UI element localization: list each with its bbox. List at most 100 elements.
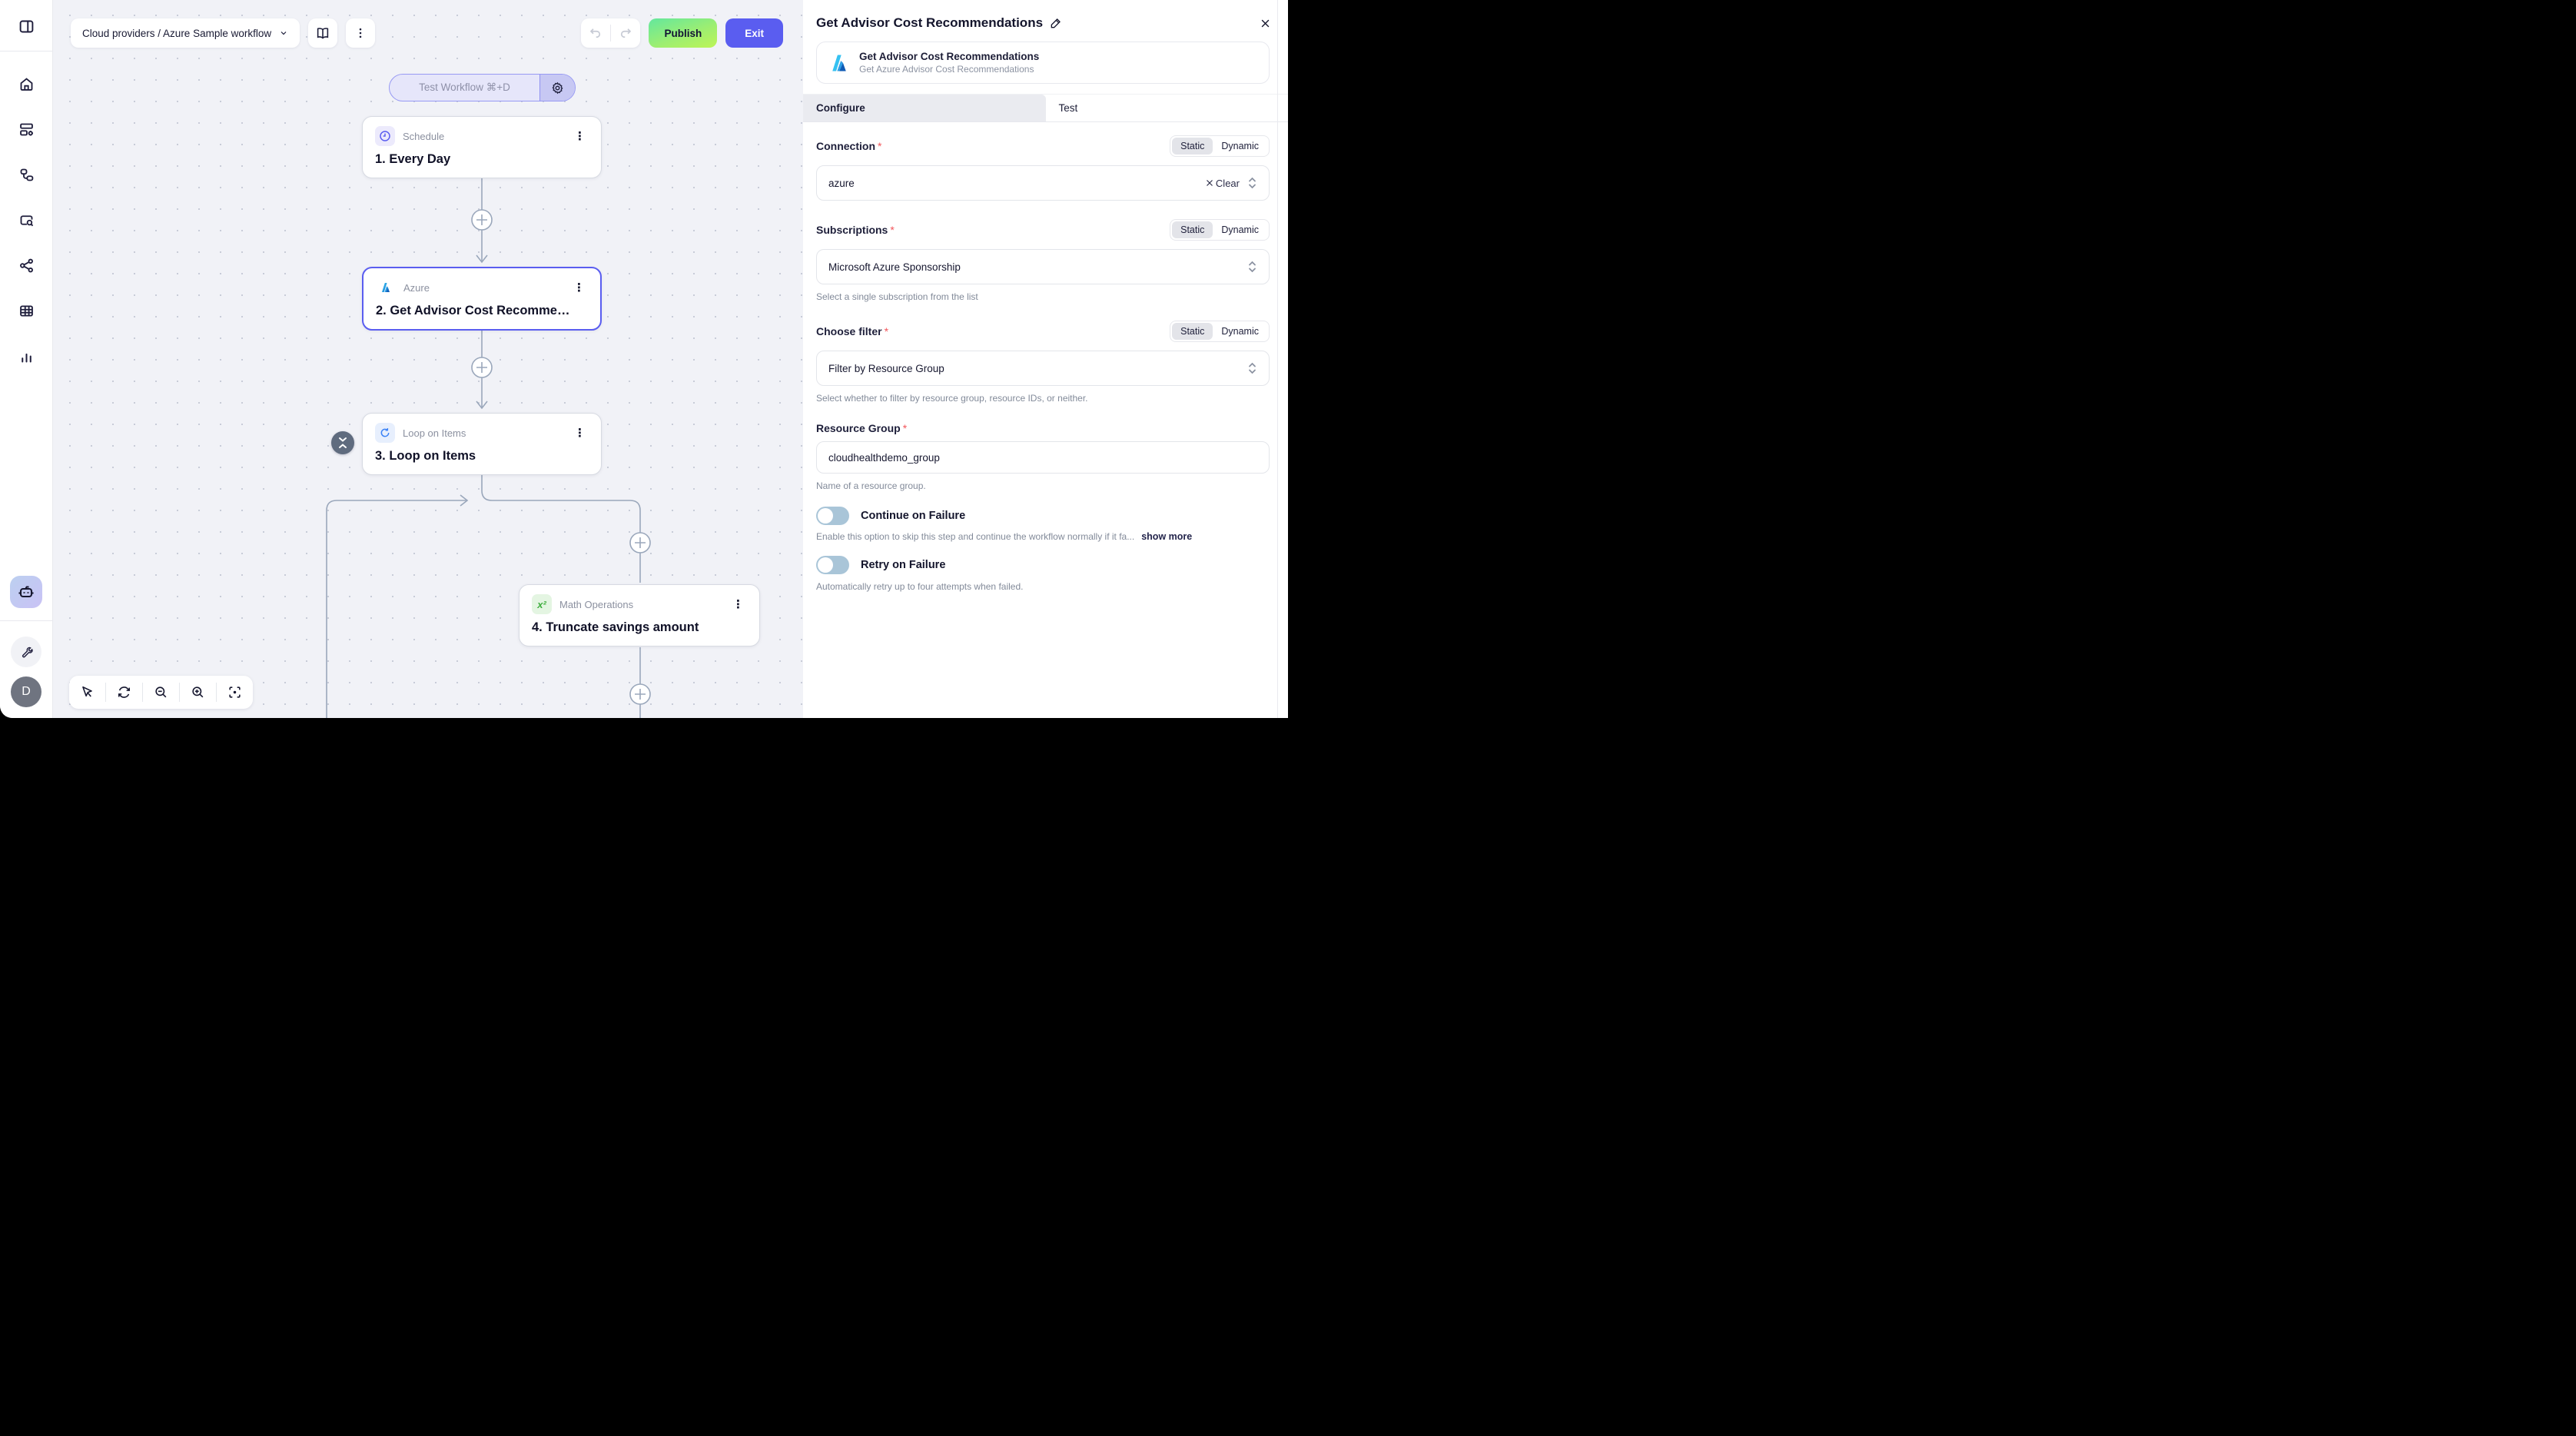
- user-avatar[interactable]: D: [11, 676, 41, 707]
- required-asterisk: *: [902, 422, 908, 434]
- fit-view-button[interactable]: [217, 676, 253, 709]
- sidebar-item-home[interactable]: [11, 68, 41, 99]
- sidebar-item-tables[interactable]: [11, 295, 41, 326]
- close-panel-button[interactable]: [1260, 18, 1271, 29]
- required-asterisk: *: [890, 224, 895, 236]
- node-schedule[interactable]: Schedule ⋮ 1. Every Day: [362, 116, 602, 178]
- step-app-description: Get Azure Advisor Cost Recommendations: [859, 64, 1034, 75]
- sidebar-divider: [0, 51, 53, 52]
- rename-step-button[interactable]: [1050, 17, 1062, 29]
- resource-group-input[interactable]: [816, 441, 1270, 474]
- retry-on-failure-field: Retry on Failure Automatically retry up …: [816, 556, 1270, 592]
- continue-on-failure-toggle[interactable]: [816, 507, 849, 525]
- dynamic-option[interactable]: Dynamic: [1221, 224, 1259, 235]
- field-helper-text: Select a single subscription from the li…: [816, 291, 978, 302]
- choose-filter-select[interactable]: Filter by Resource Group: [816, 351, 1270, 386]
- node-azure-get-advisor-cost[interactable]: Azure ⋮ 2. Get Advisor Cost Recomme…: [362, 267, 602, 331]
- add-step-button[interactable]: [629, 683, 651, 705]
- node-title: 3. Loop on Items: [375, 449, 476, 463]
- focus-center-icon: [229, 686, 241, 698]
- static-option[interactable]: Static: [1172, 138, 1213, 155]
- tab-configure[interactable]: Configure: [803, 95, 1046, 121]
- test-settings-button[interactable]: [539, 75, 575, 101]
- field-resource-group: Resource Group* Name of a resource group…: [816, 422, 1270, 491]
- required-asterisk: *: [878, 140, 882, 152]
- undo-button[interactable]: [581, 18, 610, 48]
- workflow-breadcrumb-dropdown[interactable]: Cloud providers / Azure Sample workflow: [71, 18, 300, 48]
- math-x-squared-icon: x²: [532, 594, 552, 614]
- sidebar-item-insights[interactable]: [11, 341, 41, 371]
- test-workflow-label: Test Workflow ⌘+D: [419, 81, 510, 93]
- node-menu-button[interactable]: ⋮: [574, 426, 586, 440]
- workflow-canvas[interactable]: Cloud providers / Azure Sample workflow: [53, 0, 803, 718]
- node-loop-on-items[interactable]: Loop on Items ⋮ 3. Loop on Items: [362, 413, 602, 475]
- continue-on-failure-field: Continue on Failure Enable this option t…: [816, 507, 1270, 542]
- node-math-operations[interactable]: x² Math Operations ⋮ 4. Truncate savings…: [519, 584, 760, 647]
- ai-assistant-button[interactable]: [10, 576, 42, 608]
- node-menu-button[interactable]: ⋮: [732, 597, 744, 611]
- sidebar-item-logs[interactable]: [11, 204, 41, 235]
- docs-button[interactable]: [308, 18, 338, 48]
- show-more-link[interactable]: show more: [1141, 531, 1193, 542]
- refresh-layout-button[interactable]: [106, 676, 142, 709]
- select-chevrons-icon: [1247, 361, 1257, 375]
- field-helper-text: Automatically retry up to four attempts …: [816, 581, 1024, 592]
- dynamic-option[interactable]: Dynamic: [1221, 141, 1259, 151]
- close-icon: [1261, 19, 1270, 27]
- static-dynamic-toggle: Static Dynamic: [1170, 135, 1270, 157]
- divider: [610, 25, 612, 42]
- panel-scrollbar-track[interactable]: [1277, 0, 1278, 718]
- subscriptions-select[interactable]: Microsoft Azure Sponsorship: [816, 249, 1270, 284]
- redo-icon: [621, 28, 632, 38]
- step-config-panel: Get Advisor Cost Recommendations Get Adv…: [803, 0, 1288, 718]
- tab-test[interactable]: Test: [1058, 102, 1078, 114]
- add-step-button[interactable]: [471, 357, 493, 378]
- node-app-name: Schedule: [403, 130, 445, 142]
- select-tool-button[interactable]: [69, 676, 105, 709]
- undo-redo-group: [581, 18, 641, 48]
- sidebar-item-dashboards[interactable]: [11, 114, 41, 145]
- canvas-controls: [69, 676, 253, 709]
- test-workflow-button[interactable]: Test Workflow ⌘+D: [389, 74, 576, 101]
- pencil-icon: [1051, 18, 1061, 28]
- field-label: Choose filter*: [816, 325, 889, 337]
- step-app-name: Get Advisor Cost Recommendations: [859, 51, 1040, 62]
- build-tools-button[interactable]: [11, 637, 41, 667]
- add-step-button[interactable]: [471, 209, 493, 231]
- static-option[interactable]: Static: [1172, 323, 1213, 340]
- dynamic-option[interactable]: Dynamic: [1221, 326, 1259, 337]
- clear-connection-button[interactable]: Clear: [1205, 178, 1240, 189]
- publish-button[interactable]: Publish: [649, 18, 718, 48]
- field-helper-text: Select whether to filter by resource gro…: [816, 393, 1088, 404]
- static-option[interactable]: Static: [1172, 221, 1213, 238]
- workflow-more-menu-button[interactable]: [346, 18, 376, 48]
- node-menu-button[interactable]: ⋮: [574, 129, 586, 143]
- redo-button[interactable]: [611, 18, 640, 48]
- retry-on-failure-toggle[interactable]: [816, 556, 849, 574]
- layout-gear-icon: [19, 123, 33, 136]
- collapse-sidebar-button[interactable]: [11, 11, 41, 42]
- node-menu-button[interactable]: ⋮: [573, 281, 585, 294]
- sidebar-item-workflows[interactable]: [11, 159, 41, 190]
- add-step-button[interactable]: [629, 532, 651, 553]
- zoom-in-button[interactable]: [180, 676, 216, 709]
- connection-select[interactable]: azure Clear: [816, 165, 1270, 201]
- loop-icon: [375, 423, 395, 443]
- workflow-nodes-icon: [20, 168, 33, 181]
- search-case-icon: [20, 214, 33, 226]
- field-choose-filter: Choose filter* Static Dynamic Filter by …: [816, 321, 1270, 404]
- kebab-menu-icon: [359, 28, 362, 38]
- collapse-chevrons-icon: [339, 437, 347, 448]
- field-label: Resource Group*: [816, 422, 908, 434]
- divider: [179, 683, 180, 702]
- robot-icon: [18, 586, 34, 598]
- exit-button[interactable]: Exit: [725, 18, 783, 48]
- select-chevrons-icon: [1247, 260, 1257, 274]
- toggle-knob: [818, 557, 833, 573]
- canvas-toolbar-left: Cloud providers / Azure Sample workflow: [71, 18, 376, 48]
- connection-value: azure: [828, 177, 855, 189]
- static-dynamic-toggle: Static Dynamic: [1170, 321, 1270, 342]
- collapse-loop-button[interactable]: [331, 431, 354, 454]
- zoom-out-button[interactable]: [143, 676, 179, 709]
- sidebar-item-integrations[interactable]: [11, 250, 41, 281]
